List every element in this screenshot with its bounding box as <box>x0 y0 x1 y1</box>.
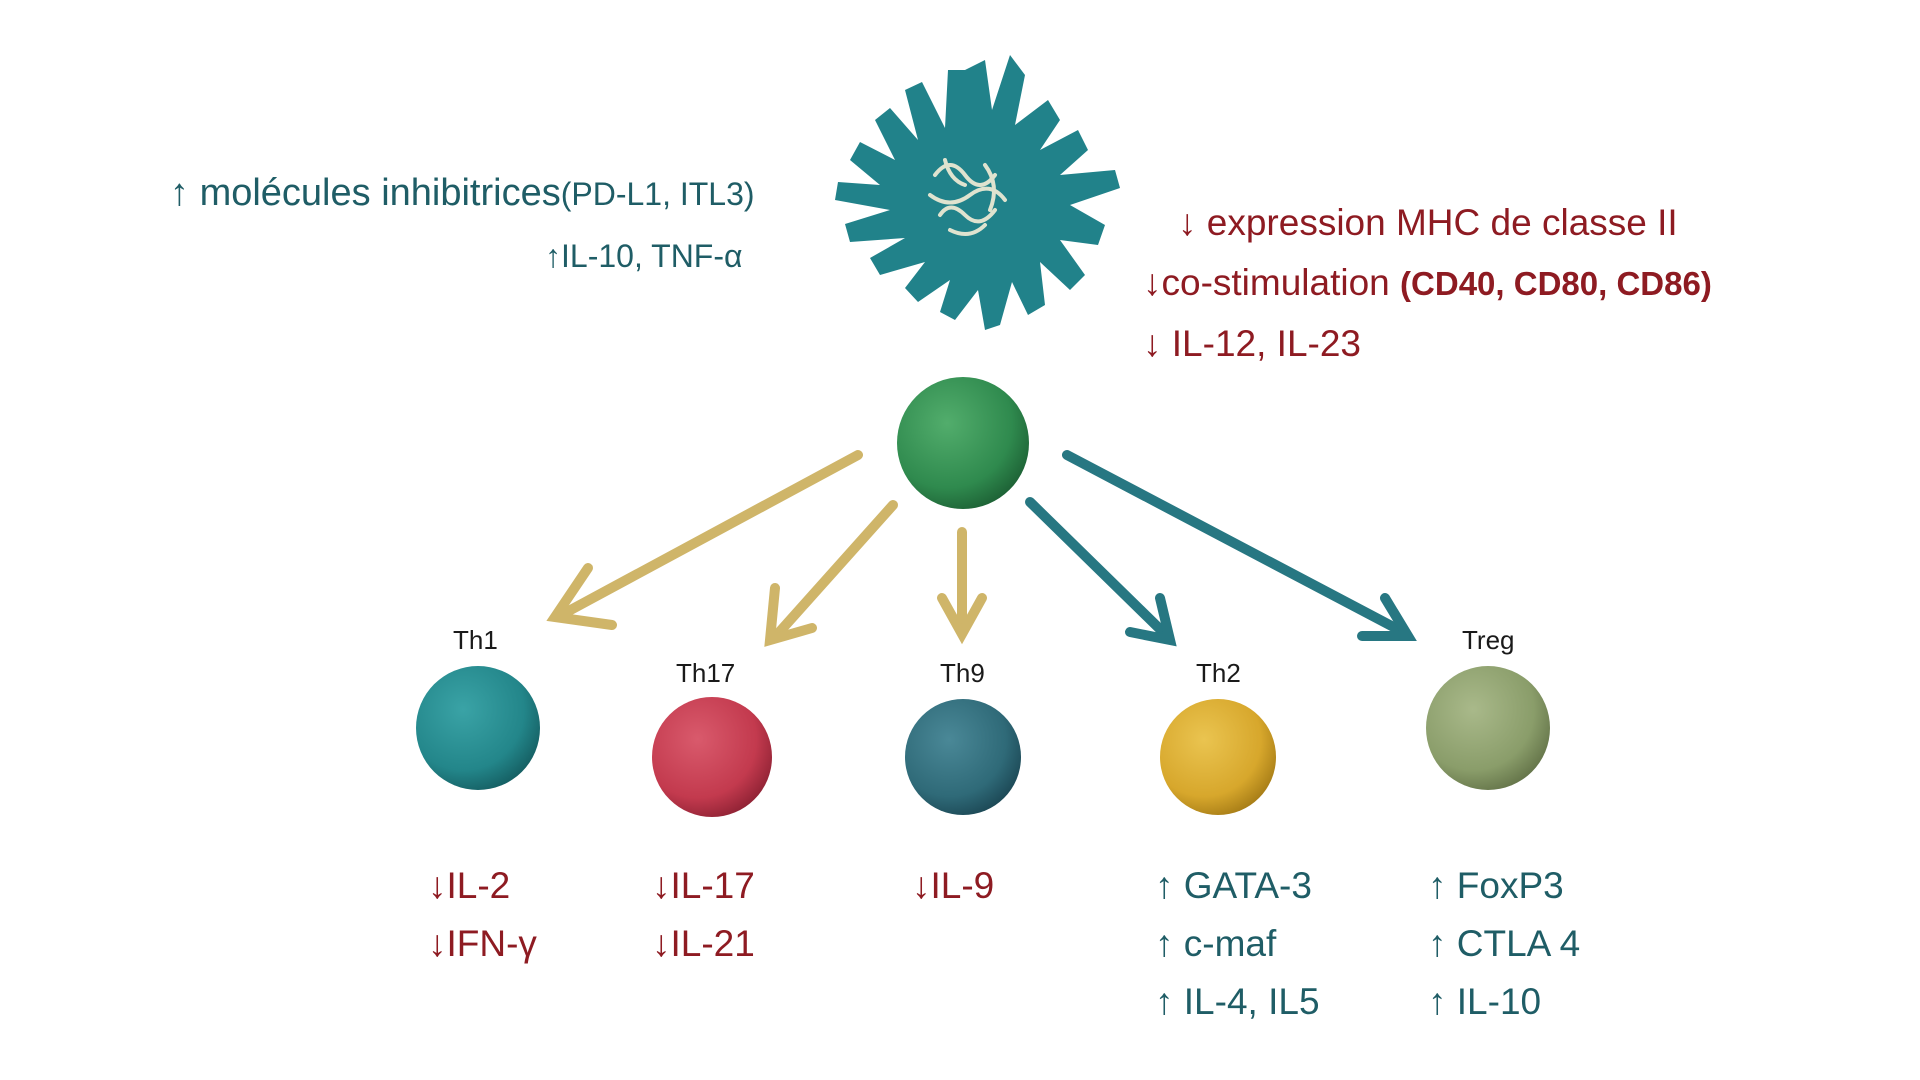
th17-marker-item: ↓IL-17 <box>652 865 755 906</box>
th17-cell <box>652 697 772 817</box>
th17-markers: ↓IL-17 ↓IL-21 <box>652 857 755 973</box>
upregulated-molecules-paren: (PD-L1, ITL3) <box>560 176 755 212</box>
mhc-expression-text: expression MHC de classe II <box>1206 202 1678 243</box>
dendritic-cell <box>835 55 1120 330</box>
th1-marker-item: ↓IFN-γ <box>428 923 537 964</box>
th2-cell <box>1160 699 1276 815</box>
th9-markers: ↓IL-9 <box>912 857 994 915</box>
treg-marker-item: ↑ FoxP3 <box>1428 865 1564 906</box>
th17-label: Th17 <box>676 658 736 688</box>
down-arrow-icon: ↓ <box>1143 262 1162 303</box>
treg-marker-item: ↑ CTLA 4 <box>1428 923 1581 964</box>
up-arrow-icon: ↑ <box>170 172 189 214</box>
costimulation-text: co-stimulation <box>1161 262 1390 303</box>
arrow-to-treg <box>1062 450 1417 641</box>
upregulated-molecules-text: molécules inhibitrices <box>199 172 561 214</box>
treg-label: Treg <box>1462 625 1515 655</box>
th9-cell <box>905 699 1021 815</box>
th2-marker-item: ↑ IL-4, IL5 <box>1155 981 1320 1022</box>
th2-marker-item: ↑ GATA-3 <box>1155 865 1312 906</box>
upregulated-line-1: ↑ molécules inhibitrices(PD-L1, ITL3) <box>170 172 755 215</box>
upregulated-line-2: ↑IL-10, TNF-α <box>545 238 743 275</box>
down-arrow-icon: ↓ <box>1143 323 1162 364</box>
arrow-to-th9 <box>937 527 987 645</box>
costimulation-paren: (CD40, CD80, CD86) <box>1400 265 1712 302</box>
th9-label: Th9 <box>940 658 985 688</box>
down-arrow-icon: ↓ <box>1178 202 1197 243</box>
up-arrow-icon: ↑ <box>545 238 561 274</box>
arrow-to-th2 <box>1025 497 1177 647</box>
th17-marker-item: ↓IL-21 <box>652 923 755 964</box>
th9-marker-item: ↓IL-9 <box>912 865 995 906</box>
dendritic-cell-nucleus <box>928 158 1007 236</box>
treg-cell <box>1426 666 1550 790</box>
downregulated-line-1: ↓ expression MHC de classe II <box>1178 202 1678 244</box>
downregulated-line-2: ↓co-stimulation (CD40, CD80, CD86) <box>1143 262 1712 304</box>
arrow-to-th17 <box>764 500 898 647</box>
downregulated-line-3: ↓ IL-12, IL-23 <box>1143 323 1361 365</box>
treg-marker-item: ↑ IL-10 <box>1428 981 1542 1022</box>
th1-markers: ↓IL-2 ↓IFN-γ <box>428 857 537 973</box>
th2-marker-item: ↑ c-maf <box>1155 923 1277 964</box>
naive-t-cell <box>897 377 1029 509</box>
th1-marker-item: ↓IL-2 <box>428 865 511 906</box>
upregulated-cytokines-text: IL-10, TNF-α <box>561 238 743 274</box>
th1-cell <box>416 666 540 790</box>
treg-markers: ↑ FoxP3 ↑ CTLA 4 ↑ IL-10 <box>1428 857 1580 1031</box>
th2-label: Th2 <box>1196 658 1241 688</box>
il12-il23-text: IL-12, IL-23 <box>1171 323 1362 364</box>
th1-label: Th1 <box>453 625 498 655</box>
arrow-to-th1 <box>546 450 863 630</box>
th2-markers: ↑ GATA-3 ↑ c-maf ↑ IL-4, IL5 <box>1155 857 1320 1031</box>
